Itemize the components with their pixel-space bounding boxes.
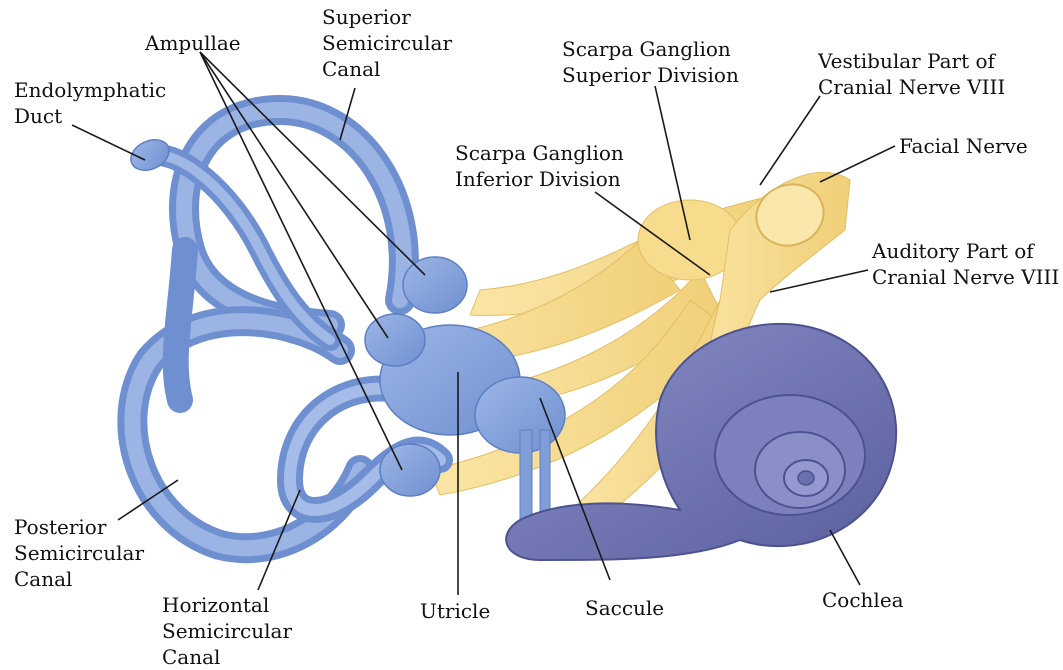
ampulla-superior [403, 257, 467, 313]
ampulla-posterior [380, 444, 440, 496]
label-line: Superior Division [562, 62, 739, 88]
label-line: Semicircular [14, 540, 144, 566]
label-endolymphatic-duct: Endolymphatic Duct [14, 77, 166, 129]
label-line: Cranial Nerve VIII [872, 264, 1059, 290]
label-line: Posterior [14, 514, 144, 540]
label-line: Cranial Nerve VIII [818, 74, 1005, 100]
leader-facial-nerve [820, 146, 895, 182]
label-line: Auditory Part of [872, 238, 1059, 264]
label-superior-semicircular-canal: Superior Semicircular Canal [322, 4, 452, 82]
ampulla-lateral [365, 314, 425, 366]
label-ampullae: Ampullae [145, 30, 241, 56]
label-auditory-nerve: Auditory Part of Cranial Nerve VIII [872, 238, 1059, 290]
label-line: Scarpa Ganglion [455, 140, 624, 166]
label-line: Endolymphatic [14, 77, 166, 103]
label-line: Duct [14, 103, 166, 129]
label-line: Horizontal [162, 592, 292, 618]
label-line: Semicircular [322, 30, 452, 56]
label-saccule: Saccule [585, 595, 664, 621]
label-line: Superior [322, 4, 452, 30]
label-vestibular-nerve: Vestibular Part of Cranial Nerve VIII [818, 48, 1005, 100]
label-horizontal-semicircular-canal: Horizontal Semicircular Canal [162, 592, 292, 670]
label-line: Vestibular Part of [818, 48, 1005, 74]
label-line: Scarpa Ganglion [562, 36, 739, 62]
label-utricle: Utricle [420, 598, 490, 624]
label-scarpa-inferior: Scarpa Ganglion Inferior Division [455, 140, 624, 192]
label-line: Semicircular [162, 618, 292, 644]
label-scarpa-superior: Scarpa Ganglion Superior Division [562, 36, 739, 88]
label-cochlea: Cochlea [822, 587, 904, 613]
leader-cochlea [830, 530, 860, 585]
label-facial-nerve: Facial Nerve [899, 133, 1028, 159]
leader-endolymphatic-duct [72, 125, 145, 160]
label-line: Canal [322, 56, 452, 82]
label-posterior-semicircular-canal: Posterior Semicircular Canal [14, 514, 144, 592]
label-line: Inferior Division [455, 166, 624, 192]
leader-vestibular-nerve [760, 96, 820, 185]
label-line: Canal [162, 644, 292, 670]
label-line: Canal [14, 566, 144, 592]
